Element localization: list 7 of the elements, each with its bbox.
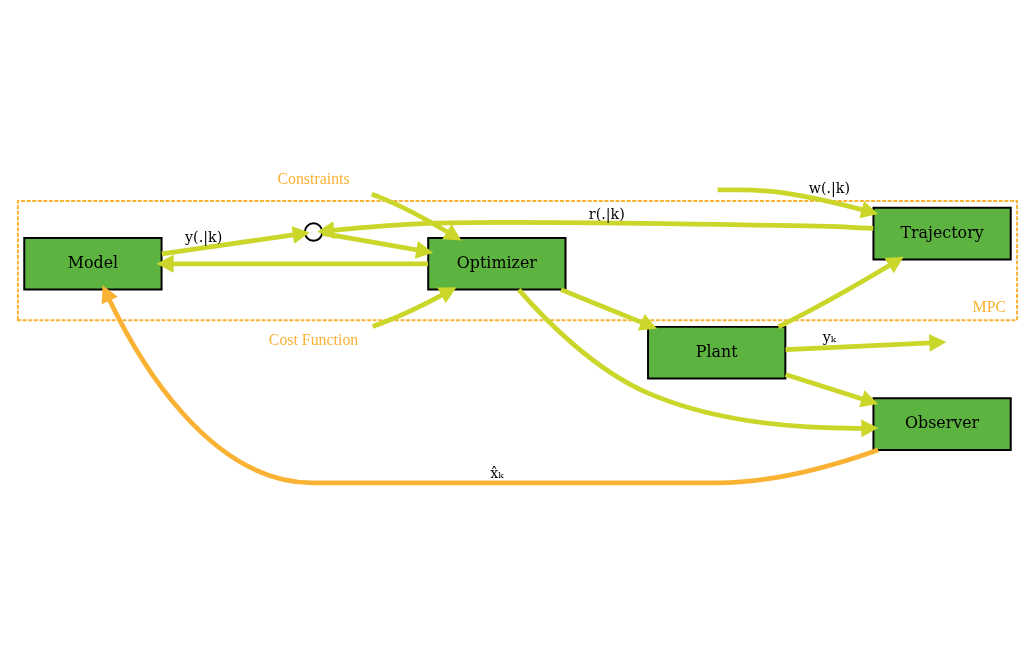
node-text: Constraints [277, 169, 350, 187]
node-text: Cost Function [268, 330, 359, 348]
edge-label: w(.|k) [808, 179, 851, 196]
edge-label: y(.|k) [185, 228, 223, 245]
edge-label: r(.|k) [588, 205, 625, 222]
edge-label: x̂ₖ [490, 464, 504, 481]
edge-label: yₖ [822, 328, 837, 345]
